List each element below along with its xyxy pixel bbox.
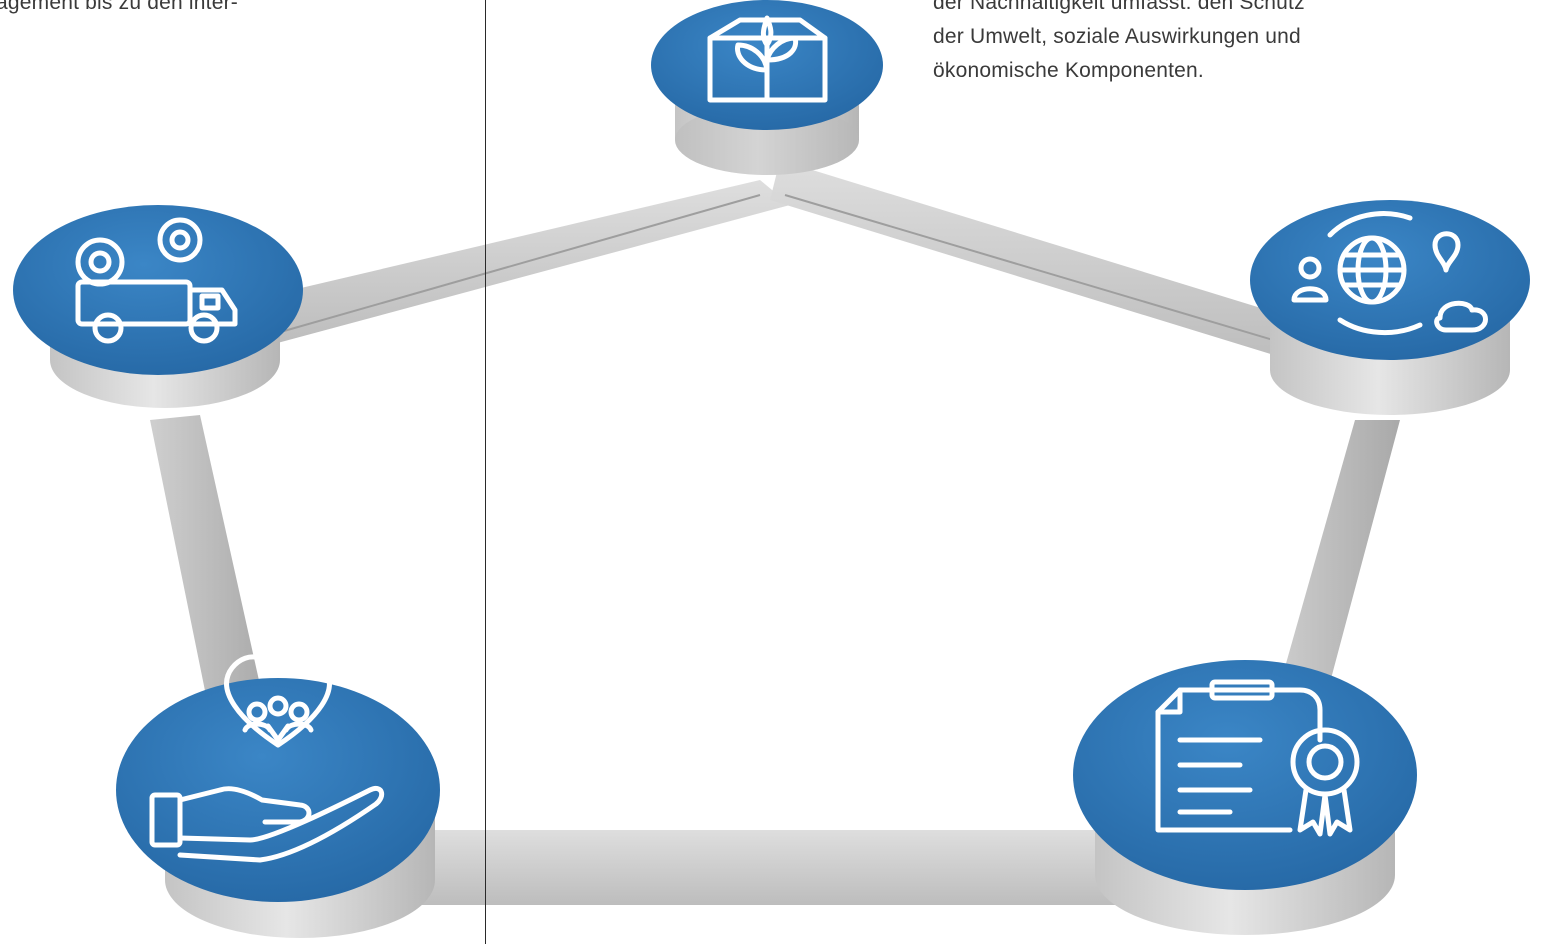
social-care-icon — [149, 654, 385, 863]
bar-bottom — [330, 830, 1180, 905]
bar-top-left — [250, 180, 790, 345]
divider-line — [485, 0, 486, 944]
logistics-truck-gears-icon — [75, 217, 238, 344]
right-text-line-3: ökonomische Komponenten. — [933, 59, 1204, 82]
left-text-block: agement bis zu den inter- — [0, 0, 238, 20]
bar-right — [1270, 420, 1400, 720]
certificate-icon — [1155, 679, 1360, 837]
bar-top-right — [770, 160, 1300, 360]
node-left — [13, 205, 303, 408]
sustainable-package-icon — [707, 15, 828, 103]
left-text-line-1: agement bis zu den inter- — [0, 0, 238, 14]
node-bottom-right — [1073, 660, 1417, 935]
right-text-line-1: der Nachhaltigkeit umfasst: den Schutz — [933, 0, 1305, 14]
global-network-icon — [1291, 211, 1488, 336]
node-right — [1250, 200, 1530, 415]
right-text-block: der Nachhaltigkeit umfasst: den Schutz d… — [933, 0, 1305, 88]
node-bottom-left — [116, 654, 440, 938]
node-top — [651, 0, 883, 175]
right-text-line-2: der Umwelt, soziale Auswirkungen und — [933, 25, 1301, 48]
connector-bars — [150, 160, 1400, 905]
